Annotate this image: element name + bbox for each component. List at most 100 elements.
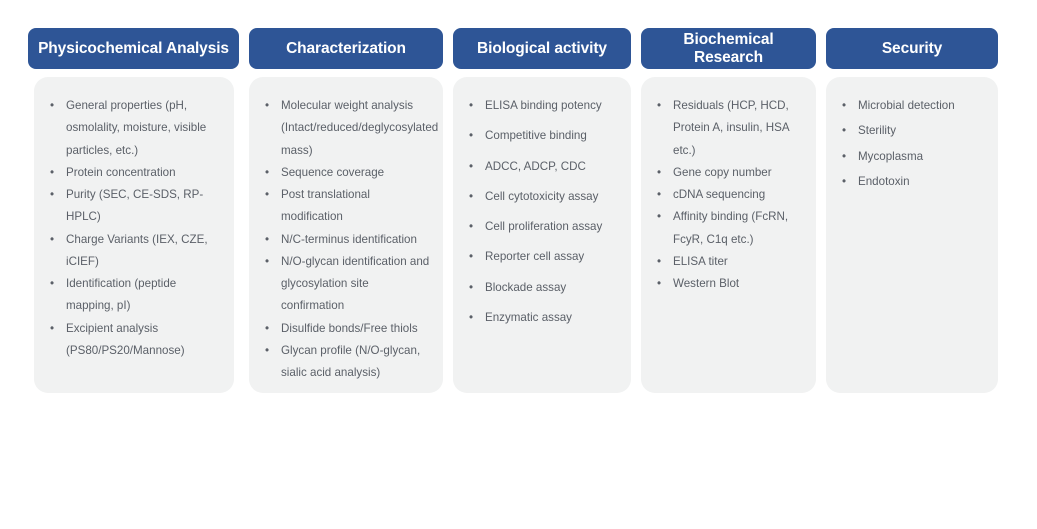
list-item-label: N/C-terminus identification (281, 232, 417, 246)
list-item: • Competitive binding (465, 125, 621, 147)
list-item-label: Post translational modification (281, 188, 370, 224)
list-item-label: Protein concentration (66, 165, 176, 179)
list-item: • Endotoxin (838, 171, 988, 193)
bullet-dot-icon: • (657, 165, 662, 179)
list-item-label: General properties (pH, osmolality, mois… (66, 99, 207, 157)
list-item-label: Competitive binding (485, 129, 587, 143)
bullet-dot-icon: • (657, 99, 662, 112)
list-item-label: Endotoxin (858, 174, 910, 188)
bullet-dot-icon: • (469, 220, 474, 233)
list-item: • Excipient analysis (PS80/PS20/Mannose) (46, 318, 224, 363)
bullet-dot-icon: • (469, 310, 474, 324)
bullet-dot-icon: • (50, 165, 55, 179)
list-item-label: Sequence coverage (281, 165, 385, 179)
category-header-physicochemical-analysis[interactable]: Physicochemical Analysis (28, 28, 239, 69)
bullet-dot-icon: • (842, 99, 847, 112)
list-item: •Post translational modification (261, 184, 433, 229)
category-card-biochemical-research: • Residuals (HCP, HCD, Protein A, insulin… (641, 77, 816, 393)
bullet-dot-icon: • (265, 99, 270, 112)
list-item: •Affinity binding (FcRN, FcyR, C1q etc.) (653, 206, 806, 251)
category-header-security[interactable]: Security (826, 28, 998, 69)
list-item: • Cell proliferation assay (465, 216, 621, 238)
list-item: • Residuals (HCP, HCD, Protein A, insulin… (653, 95, 806, 162)
list-item: •cDNA sequencing (653, 184, 806, 206)
list-item-label: N/O-glycan identification and glycosylat… (281, 254, 430, 313)
list-item: • Gene copy number (653, 162, 806, 184)
list-item: • Microbial detection (838, 95, 988, 117)
category-header-characterization[interactable]: Characterization (249, 28, 443, 69)
category-column-security: Security • Microbial detection • Sterility • M… (826, 28, 998, 393)
list-item-label: Enzymatic assay (485, 310, 572, 324)
category-card-biological-activity: •ELISA binding potency • Competitive bindi… (453, 77, 631, 393)
list-item: • Sterility (838, 120, 988, 142)
list-item-label: Charge Variants (IEX, CZE, iCIEF) (66, 232, 208, 268)
bullet-dot-icon: • (469, 280, 474, 294)
bullet-dot-icon: • (265, 254, 270, 268)
category-list-biological-activity: •ELISA binding potency • Competitive bindi… (465, 95, 621, 329)
list-item-label: Molecular weight analysis (Intact/reduce… (281, 99, 439, 157)
list-item: •N/C-terminus identification (261, 229, 433, 251)
list-item: • Charge Variants (IEX, CZE, iCIEF) (46, 229, 224, 274)
list-item-label: Excipient analysis (PS80/PS20/Mannose) (66, 321, 185, 357)
list-item: • ELISA titer (653, 251, 806, 273)
category-card-security: • Microbial detection • Sterility • Mycoplasm… (826, 77, 998, 393)
list-item-label: Disulfide bonds/Free thiols (281, 321, 418, 335)
bullet-dot-icon: • (657, 277, 662, 290)
category-list-characterization: • Molecular weight analysis (Intact/reduc… (261, 95, 438, 384)
list-item: • Enzymatic assay (465, 307, 621, 329)
category-list-physicochemical-analysis: • General properties (pH, osmolality, moi… (46, 95, 224, 362)
bullet-dot-icon: • (842, 149, 847, 163)
bullet-dot-icon: • (469, 189, 474, 203)
list-item-label: ADCC, ADCP, CDC (485, 159, 586, 173)
list-item: •ELISA binding potency (465, 95, 621, 117)
list-item-label: cDNA sequencing (673, 188, 766, 201)
list-item-label: Microbial detection (858, 99, 955, 112)
list-item: •Disulfide bonds/Free thiols (261, 318, 433, 340)
bullet-dot-icon: • (469, 159, 474, 173)
list-item-label: Cell proliferation assay (485, 220, 603, 233)
list-item-label: Residuals (HCP, HCD, Protein A, insulin,… (673, 99, 789, 157)
bullet-dot-icon: • (50, 277, 55, 290)
list-item-label: Gene copy number (673, 165, 772, 179)
category-column-biological-activity: Biological activity •ELISA binding potenc… (453, 28, 631, 393)
bullet-dot-icon: • (842, 124, 847, 138)
list-item: • Molecular weight analysis (Intact/reduc… (261, 95, 438, 162)
bullet-dot-icon: • (50, 232, 55, 246)
bullet-dot-icon: • (50, 321, 55, 335)
bullet-dot-icon: • (50, 188, 55, 201)
bullet-dot-icon: • (265, 343, 270, 357)
category-card-characterization: • Molecular weight analysis (Intact/reduc… (249, 77, 443, 393)
list-item-label: Western Blot (673, 277, 740, 290)
list-item: • N/O-glycan identification and glycosyla… (261, 251, 433, 318)
bullet-dot-icon: • (469, 129, 474, 143)
list-item-label: Identification (peptide mapping, pI) (66, 277, 177, 313)
list-item-label: Blockade assay (485, 280, 567, 294)
list-item-label: Purity (SEC, CE-SDS, RP-HPLC) (66, 188, 204, 224)
bullet-dot-icon: • (657, 254, 662, 268)
list-item-label: Mycoplasma (858, 149, 924, 163)
list-item: • Mycoplasma (838, 146, 988, 168)
list-item: • Blockade assay (465, 277, 621, 299)
bullet-dot-icon: • (469, 250, 474, 264)
list-item: • Purity (SEC, CE-SDS, RP-HPLC) (46, 184, 224, 229)
category-column-physicochemical-analysis: Physicochemical Analysis • General propert… (28, 28, 239, 393)
list-item: • Sequence coverage (261, 162, 433, 184)
list-item-label: Cell cytotoxicity assay (485, 189, 599, 203)
list-item-label: Sterility (858, 124, 897, 138)
list-item-label: Glycan profile (N/O-glycan, sialic acid … (281, 343, 421, 379)
list-item: • Cell cytotoxicity assay (465, 186, 621, 208)
list-item-label: Affinity binding (FcRN, FcyR, C1q etc.) (673, 210, 789, 246)
category-card-physicochemical-analysis: • General properties (pH, osmolality, moi… (34, 77, 234, 393)
bullet-dot-icon: • (265, 165, 270, 179)
list-item-label: ELISA titer (673, 254, 728, 268)
category-header-biological-activity[interactable]: Biological activity (453, 28, 631, 69)
list-item: • Protein concentration (46, 162, 224, 184)
list-item: • Western Blot (653, 273, 806, 295)
list-item: • ADCC, ADCP, CDC (465, 156, 621, 178)
category-header-biochemical-research[interactable]: Biochemical Research (641, 28, 816, 69)
list-item: •Reporter cell assay (465, 246, 621, 268)
category-column-biochemical-research: Biochemical Research • Residuals (HCP, HCD… (641, 28, 816, 393)
list-item: • Identification (peptide mapping, pI) (46, 273, 224, 318)
bullet-dot-icon: • (842, 174, 847, 188)
